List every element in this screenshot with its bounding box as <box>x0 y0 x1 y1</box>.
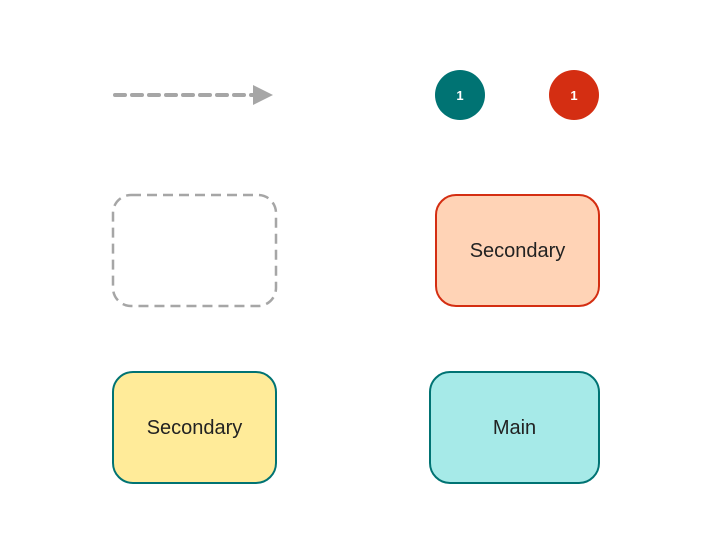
secondary-node-orange-label: Secondary <box>470 240 566 262</box>
badge-red-circle <box>549 70 599 120</box>
secondary-node-yellow[interactable]: Secondary <box>112 371 277 484</box>
secondary-node-orange-shape <box>435 194 600 307</box>
arrowhead-icon <box>253 85 273 105</box>
badge-teal-label: 1 <box>456 88 463 103</box>
badge-teal[interactable]: 1 <box>435 70 485 120</box>
secondary-node-orange[interactable]: Secondary <box>435 194 600 307</box>
secondary-node-yellow-label: Secondary <box>147 417 243 439</box>
badge-red[interactable]: 1 <box>549 70 599 120</box>
main-node-label: Main <box>493 417 536 439</box>
placeholder-node[interactable] <box>111 193 278 308</box>
badge-red-label: 1 <box>570 88 577 103</box>
dashed-arrow-connector[interactable] <box>113 85 273 105</box>
main-node-shape <box>429 371 600 484</box>
main-node[interactable]: Main <box>429 371 600 484</box>
badge-teal-circle <box>435 70 485 120</box>
secondary-node-yellow-shape <box>112 371 277 484</box>
